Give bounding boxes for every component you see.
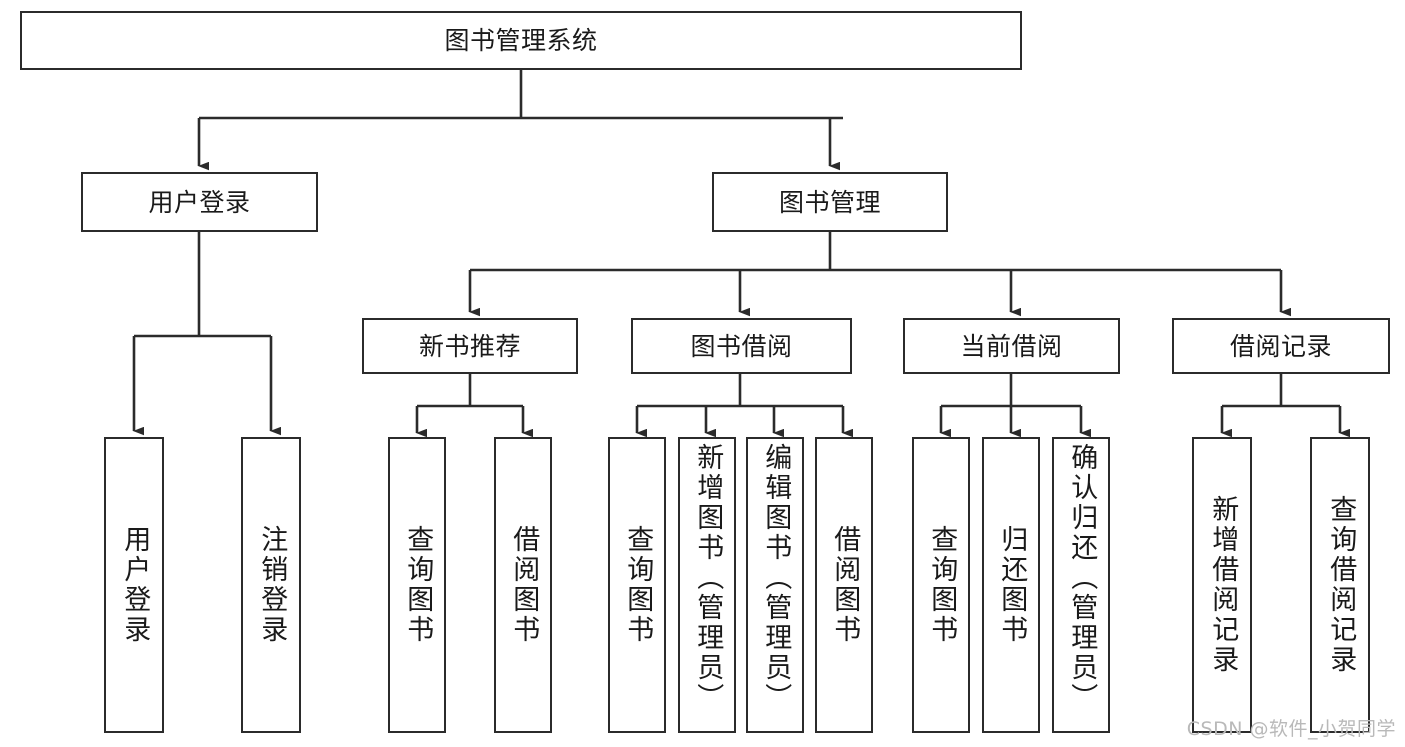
node-leaf-logout[interactable]: 注销登录 bbox=[241, 437, 301, 733]
csdn-watermark: CSDN @软件_小贺同学 bbox=[1186, 718, 1396, 740]
node-label: 查询图书 bbox=[622, 525, 654, 645]
node-label: 用户登录 bbox=[119, 525, 151, 645]
node-label: 注销登录 bbox=[256, 525, 288, 645]
node-borrow-record[interactable]: 借阅记录 bbox=[1172, 318, 1390, 374]
node-label: 查询图书 bbox=[926, 525, 958, 645]
node-label: 借阅图书 bbox=[829, 525, 861, 645]
node-leaf-return-book[interactable]: 归还图书 bbox=[982, 437, 1040, 733]
node-label: 新增借阅记录 bbox=[1207, 495, 1239, 675]
node-label: 查询借阅记录 bbox=[1325, 495, 1357, 675]
node-label: 图书管理 bbox=[778, 187, 881, 217]
node-leaf-query-book-3[interactable]: 查询图书 bbox=[912, 437, 970, 733]
node-leaf-edit-book[interactable]: 编辑图书（管理员） bbox=[746, 437, 804, 733]
node-new-book-recommend[interactable]: 新书推荐 bbox=[362, 318, 578, 374]
node-book-borrow[interactable]: 图书借阅 bbox=[631, 318, 852, 374]
node-user-login[interactable]: 用户登录 bbox=[81, 172, 318, 232]
node-leaf-add-record[interactable]: 新增借阅记录 bbox=[1192, 437, 1252, 733]
node-label: 新书推荐 bbox=[418, 331, 521, 361]
node-current-borrow[interactable]: 当前借阅 bbox=[903, 318, 1120, 374]
node-leaf-user-login[interactable]: 用户登录 bbox=[104, 437, 164, 733]
node-label: 编辑图书（管理员） bbox=[760, 443, 792, 713]
node-root-system[interactable]: 图书管理系统 bbox=[20, 11, 1022, 70]
node-label: 借阅记录 bbox=[1229, 331, 1332, 361]
node-label: 图书借阅 bbox=[690, 331, 793, 361]
node-label: 确认归还（管理员） bbox=[1066, 443, 1098, 713]
node-label: 借阅图书 bbox=[508, 525, 540, 645]
node-label: 用户登录 bbox=[148, 187, 251, 217]
node-label: 归还图书 bbox=[996, 525, 1028, 645]
node-label: 当前借阅 bbox=[960, 331, 1063, 361]
node-leaf-borrow-book-1[interactable]: 借阅图书 bbox=[494, 437, 552, 733]
node-label: 新增图书（管理员） bbox=[692, 443, 724, 713]
node-leaf-borrow-book-2[interactable]: 借阅图书 bbox=[815, 437, 873, 733]
node-book-manage[interactable]: 图书管理 bbox=[712, 172, 948, 232]
node-leaf-query-book-2[interactable]: 查询图书 bbox=[608, 437, 666, 733]
node-leaf-query-book-1[interactable]: 查询图书 bbox=[388, 437, 446, 733]
node-label: 查询图书 bbox=[402, 525, 434, 645]
node-label: 图书管理系统 bbox=[444, 26, 598, 55]
node-leaf-add-book[interactable]: 新增图书（管理员） bbox=[678, 437, 736, 733]
node-leaf-confirm-return[interactable]: 确认归还（管理员） bbox=[1052, 437, 1110, 733]
node-leaf-query-record[interactable]: 查询借阅记录 bbox=[1310, 437, 1370, 733]
